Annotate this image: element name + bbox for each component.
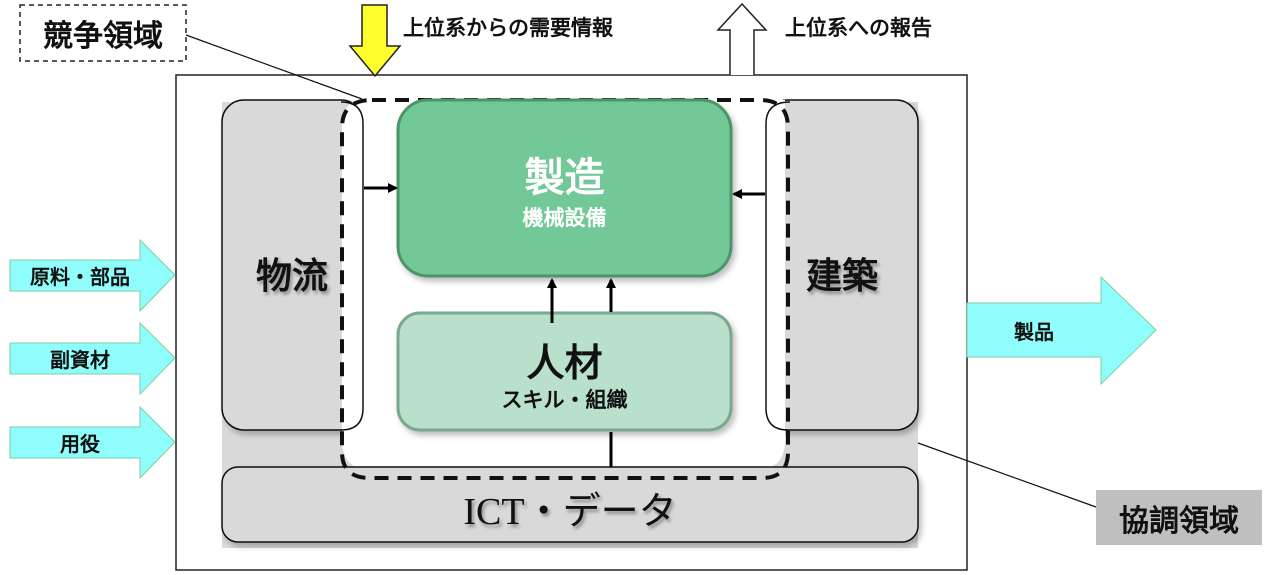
human-resources-block — [396, 311, 733, 432]
competitive-area-label: 競争領域 — [43, 19, 163, 54]
human-resources-subtitle: スキル・組織 — [501, 388, 628, 412]
ict-block — [221, 466, 919, 543]
demand-in-arrow — [348, 4, 402, 78]
report-out-label: 上位系への報告 — [785, 16, 932, 40]
competitive-area-leader-line — [185, 34, 363, 100]
competitive-area-callout-box — [19, 4, 187, 62]
construction-label: 建築 — [805, 256, 878, 297]
logistics-label: 物流 — [255, 256, 328, 297]
input-arrow-auxiliary-materials — [9, 321, 176, 396]
manufacturing-subtitle: 機械設備 — [522, 206, 607, 230]
cooperative-area-leader-line — [917, 442, 1097, 508]
human-resources-title: 人材 — [526, 340, 603, 385]
cooperative-area-label: 協調領域 — [1119, 503, 1239, 539]
ict-label: ICT・データ — [463, 490, 677, 533]
competitive-area-boundary — [340, 98, 790, 480]
output-label-product: 製品 — [1014, 319, 1054, 344]
manufacturing-title: 製造 — [524, 155, 605, 201]
cooperative-area-callout-box — [1096, 490, 1262, 545]
input-label-utilities: 用役 — [60, 432, 100, 456]
report-out-arrow — [716, 2, 768, 75]
input-label-raw-materials: 原料・部品 — [30, 265, 130, 289]
input-arrow-raw-materials — [9, 238, 176, 313]
input-arrow-utilities — [9, 405, 176, 480]
demand-in-label: 上位系からの需要情報 — [403, 16, 613, 40]
output-arrow-product — [966, 275, 1157, 386]
manufacturing-block — [396, 98, 733, 278]
input-label-auxiliary-materials: 副資材 — [50, 348, 110, 372]
